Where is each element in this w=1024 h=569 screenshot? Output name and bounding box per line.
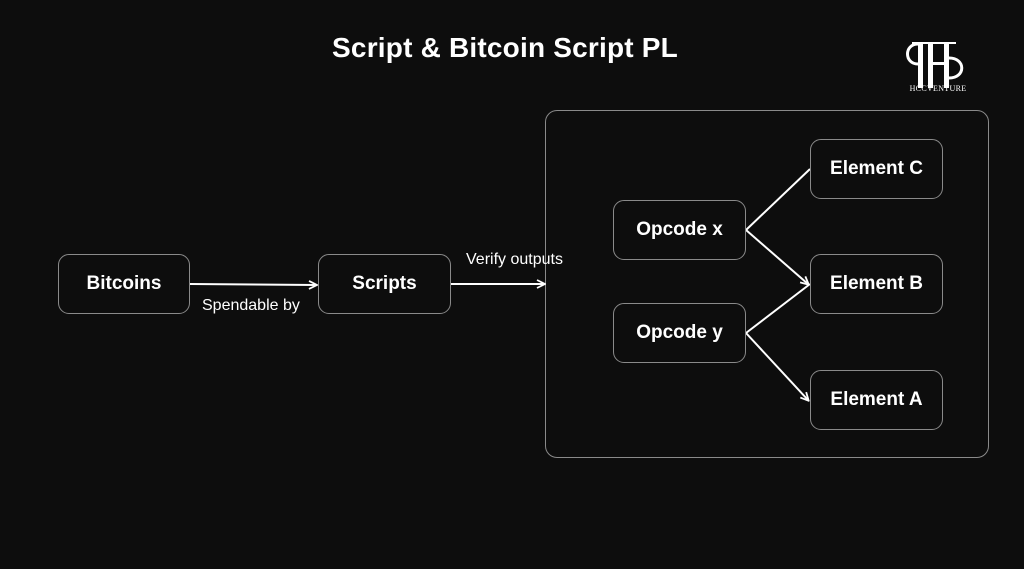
edge-label-verify-outputs: Verify outputs — [466, 251, 563, 268]
line-opcode-y-to-element-b — [745, 283, 811, 334]
arrow-opcode-x-to-element-b — [745, 229, 808, 284]
node-bitcoins-label: Bitcoins — [86, 273, 162, 294]
line-opcode-x-to-element-c — [745, 168, 811, 231]
node-element-b-label: Element B — [830, 273, 923, 294]
node-opcode-y: Opcode y — [613, 303, 746, 363]
arrow-bitcoins-to-scripts — [189, 284, 316, 285]
node-opcode-y-label: Opcode y — [636, 322, 723, 343]
hp-monogram-logo-icon — [906, 42, 964, 88]
node-opcode-x: Opcode x — [613, 200, 746, 260]
node-bitcoins: Bitcoins — [58, 254, 190, 314]
node-element-a: Element A — [810, 370, 943, 430]
edge-label-spendable-by: Spendable by — [202, 297, 300, 314]
arrow-opcode-y-to-element-a — [745, 332, 808, 400]
node-opcode-x-label: Opcode x — [636, 219, 723, 240]
node-scripts: Scripts — [318, 254, 451, 314]
node-element-a-label: Element A — [830, 389, 923, 410]
node-element-c-label: Element C — [830, 158, 923, 179]
node-scripts-label: Scripts — [352, 273, 417, 294]
node-element-c: Element C — [810, 139, 943, 199]
logo-text: HCCVENTURE — [909, 84, 967, 93]
page-title: Script & Bitcoin Script PL — [332, 32, 678, 63]
node-element-b: Element B — [810, 254, 943, 314]
